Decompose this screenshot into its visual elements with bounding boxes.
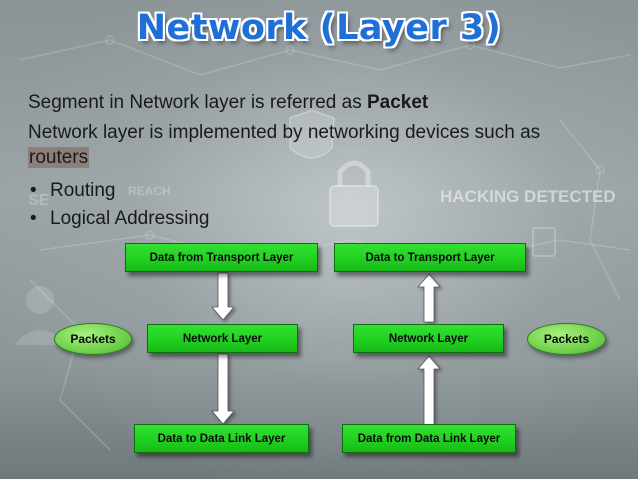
bullet-text: Routing — [50, 180, 116, 201]
body-line-2: Network layer is implemented by networki… — [28, 122, 541, 143]
bullet-item: • Logical Addressing — [30, 208, 210, 230]
shield-icon — [289, 109, 335, 159]
oval-packets-right: Packets — [527, 323, 606, 355]
body-line-1: Segment in Network layer is referred as … — [28, 92, 428, 114]
slide-title: Network (Layer 3) — [136, 8, 502, 48]
arrow-down-network-to-datalink — [211, 353, 235, 425]
bg-word-reach: REACH — [128, 184, 171, 198]
bullet-item: • Routing — [30, 180, 116, 202]
arrow-up-network-to-transport — [417, 273, 441, 323]
bg-word-se: SE — [28, 192, 50, 209]
oval-packets-left: Packets — [54, 323, 132, 355]
user-icon — [26, 286, 54, 314]
box-network-layer-right: Network Layer — [353, 324, 504, 353]
padlock-icon — [329, 185, 379, 227]
box-data-from-transport-layer: Data from Transport Layer — [125, 243, 318, 272]
bullet-marker: • — [30, 180, 37, 201]
arrow-up-datalink-to-network — [417, 355, 441, 427]
bullet-marker: • — [30, 208, 37, 229]
box-data-to-data-link-layer: Data to Data Link Layer — [134, 424, 309, 453]
body-line-3: routers — [28, 147, 90, 169]
box-data-from-data-link-layer: Data from Data Link Layer — [342, 424, 516, 453]
document-icon — [532, 227, 556, 257]
highlighted-word: routers — [28, 147, 90, 168]
body-line-1-bold: Packet — [366, 92, 429, 113]
bullet-text: Logical Addressing — [50, 208, 210, 229]
arrow-down-transport-to-network — [211, 272, 235, 321]
bg-word-hacking: HACKING DETECTED — [440, 187, 616, 206]
box-network-layer-left: Network Layer — [147, 324, 298, 353]
body-line-1-text: Segment in Network layer is referred as — [28, 92, 367, 113]
box-data-to-transport-layer: Data to Transport Layer — [334, 243, 526, 272]
